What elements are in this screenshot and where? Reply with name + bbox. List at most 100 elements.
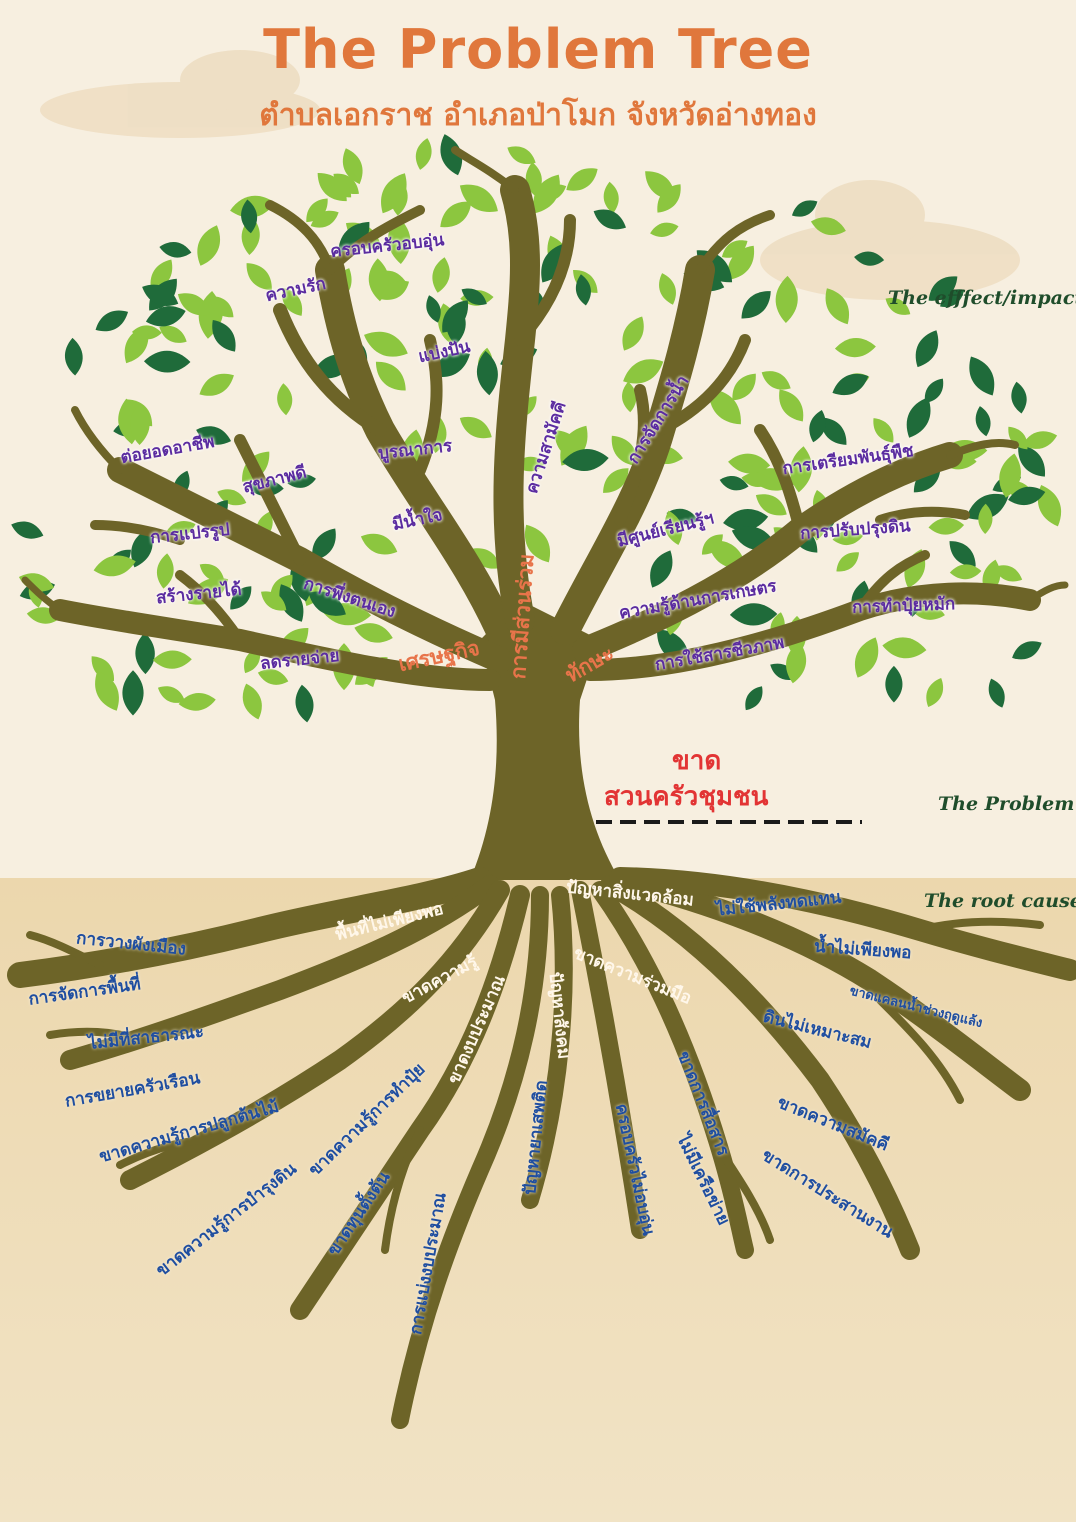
leaf [924,378,944,403]
leaf [246,263,272,291]
leaf [832,373,869,396]
leaf [525,524,550,563]
leaf [1011,381,1027,414]
leaf [622,381,637,413]
leaf [603,181,619,214]
leaf [538,184,567,201]
leaf [131,528,153,568]
leaf [593,209,626,230]
leaf [93,555,136,577]
leaf [978,503,993,535]
leaf [786,641,807,684]
leaf [342,148,363,185]
leaf [338,221,370,257]
leaf [915,330,939,368]
leaf [188,578,229,605]
leaf [197,225,221,266]
leaf [949,541,976,567]
leaf [732,373,756,401]
leaf [306,198,328,223]
leaf [723,509,769,531]
leaf [199,563,225,582]
leaf [440,134,463,176]
leaf [150,259,173,292]
leaf [719,475,749,491]
problem-label-line1: ขาด [672,746,722,776]
leaf [159,325,187,343]
leaf [91,656,114,682]
leaf [354,623,393,643]
section-label-problem: The Problem [938,793,1075,815]
leaf [809,409,826,443]
leaf [1037,484,1062,527]
leaf [791,200,818,217]
leaf [282,287,303,316]
leaf [277,383,293,416]
leaf [741,472,772,487]
leaf [836,552,859,572]
leaf [975,406,991,437]
leaf [159,242,192,258]
leaf [152,650,192,669]
leaf [446,303,466,345]
page-title: The Problem Tree [263,18,813,81]
leaf [308,591,346,616]
leaf [854,251,885,266]
leaf [507,146,536,165]
leaf [310,210,339,228]
leaf [390,178,408,216]
leaf [928,517,965,535]
section-label-root-cause: The root cause [924,890,1076,912]
leaf [645,171,676,200]
leaf [426,295,441,323]
leaf [124,325,149,364]
leaf [177,293,211,316]
leaf [329,176,352,198]
leaf [820,417,847,445]
leaf [415,138,432,170]
tree-roots [7,867,1076,1429]
leaf [834,337,876,358]
leaf [727,245,755,280]
leaf [143,350,191,373]
leaf [729,603,778,626]
leaf [135,632,155,675]
leaf [940,289,965,307]
leaf [279,584,304,622]
leaf [440,201,472,228]
leaf [721,240,748,258]
page-subtitle: ตำบลเอกราช อำเภอป่าโมก จังหวัดอ่างทอง [259,98,817,133]
leaf [212,319,236,352]
leaf [741,291,771,319]
leaf [949,564,982,580]
leaf [364,331,408,357]
leaf [906,397,931,438]
leaf [471,548,501,569]
leaf [375,361,406,391]
leaf [650,550,673,588]
leaf [566,168,598,191]
leaf [611,435,638,466]
leaf [1022,431,1058,449]
tree-trunk-and-branches [21,146,1069,880]
leaf [885,297,911,315]
leaf [926,677,944,708]
leaf [755,494,787,516]
leaf [825,288,849,325]
leaf [1018,444,1045,477]
leaf [157,553,174,589]
leaf [122,670,144,716]
leaf [142,284,179,306]
leaf [790,446,812,493]
leaf [11,521,44,539]
leaf [199,373,234,396]
leaf [145,306,186,327]
leaf [261,591,287,611]
leaf [130,403,150,445]
leaf [64,337,83,376]
leaf [810,217,846,236]
leaf [969,356,995,396]
leaf [994,565,1023,582]
leaf [560,425,588,466]
